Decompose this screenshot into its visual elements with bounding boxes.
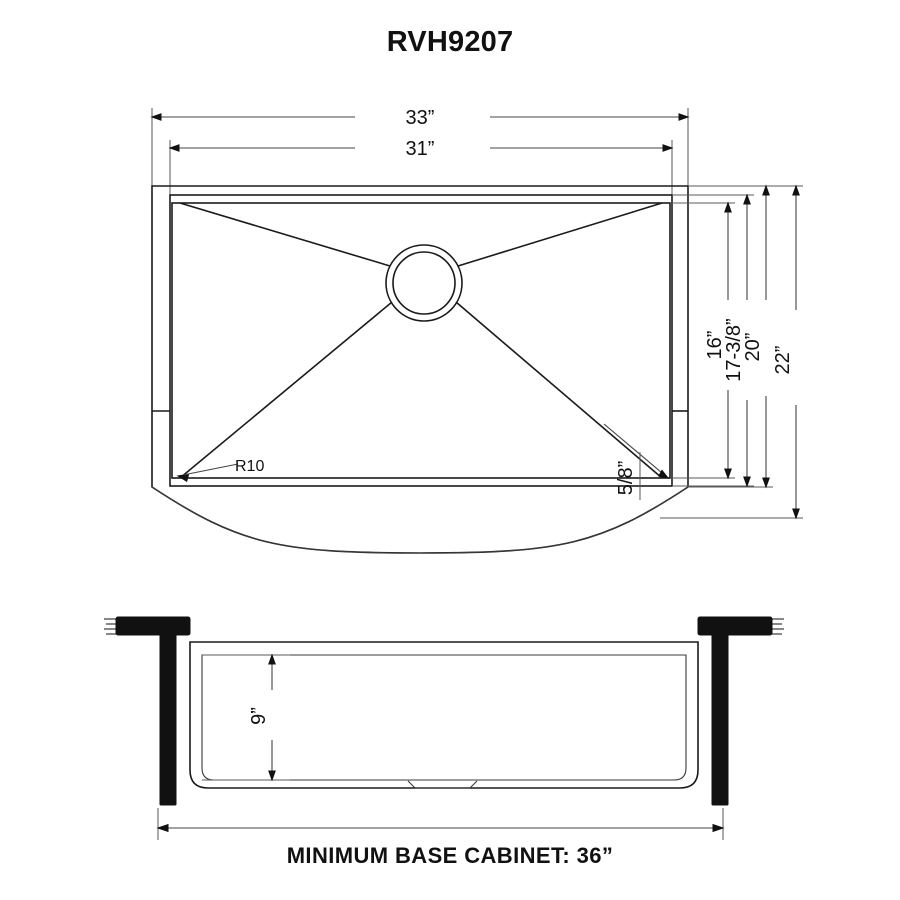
label-inner-width: 31” (406, 138, 435, 160)
apron-front-curve (151, 486, 689, 554)
dimension-bowl-depth (202, 653, 290, 782)
page-title: RVH9207 (386, 26, 514, 58)
base-cabinet-extensions (157, 808, 724, 840)
right-dimension-extensions (660, 185, 803, 519)
dimension-rim-depth (762, 184, 770, 489)
label-corner-radius: R10 (235, 458, 264, 475)
basin-slope-lines (179, 202, 663, 479)
drain-opening (385, 244, 463, 322)
dimension-overall-width (150, 113, 690, 121)
dimension-inner-width (168, 144, 674, 152)
dimension-inner-depth (743, 193, 751, 488)
label-rim-depth: 20” (742, 333, 764, 362)
sink-section-inner (201, 654, 687, 781)
label-bowl-depth: 9” (248, 707, 270, 725)
sink-section-outline (189, 641, 699, 789)
countertop-left (104, 616, 191, 636)
sink-basin-rect (171, 202, 671, 479)
dimension-basin-depth (724, 201, 732, 480)
cabinet-wall-left (159, 634, 177, 806)
section-drain-recess (407, 780, 478, 789)
sink-rim-inner-rect (169, 194, 673, 487)
label-rim-edge: 5/8” (615, 461, 637, 495)
top-dimension-extensions (151, 108, 689, 204)
label-basin-depth: 16” (704, 331, 726, 360)
cabinet-wall-right (711, 634, 729, 806)
dimension-base-cabinet (156, 823, 725, 833)
label-inner-depth: 17-3/8” (723, 318, 745, 381)
countertop-right (697, 616, 784, 636)
label-overall-depth: 22” (772, 346, 794, 375)
base-cabinet-caption: MINIMUM BASE CABINET: 36” (286, 843, 614, 868)
label-overall-width: 33” (406, 107, 435, 129)
sink-outer-rim (151, 185, 689, 554)
dimension-overall-depth (792, 184, 800, 520)
leader-corner-radius (176, 463, 239, 482)
leader-rim-edge (603, 423, 670, 500)
